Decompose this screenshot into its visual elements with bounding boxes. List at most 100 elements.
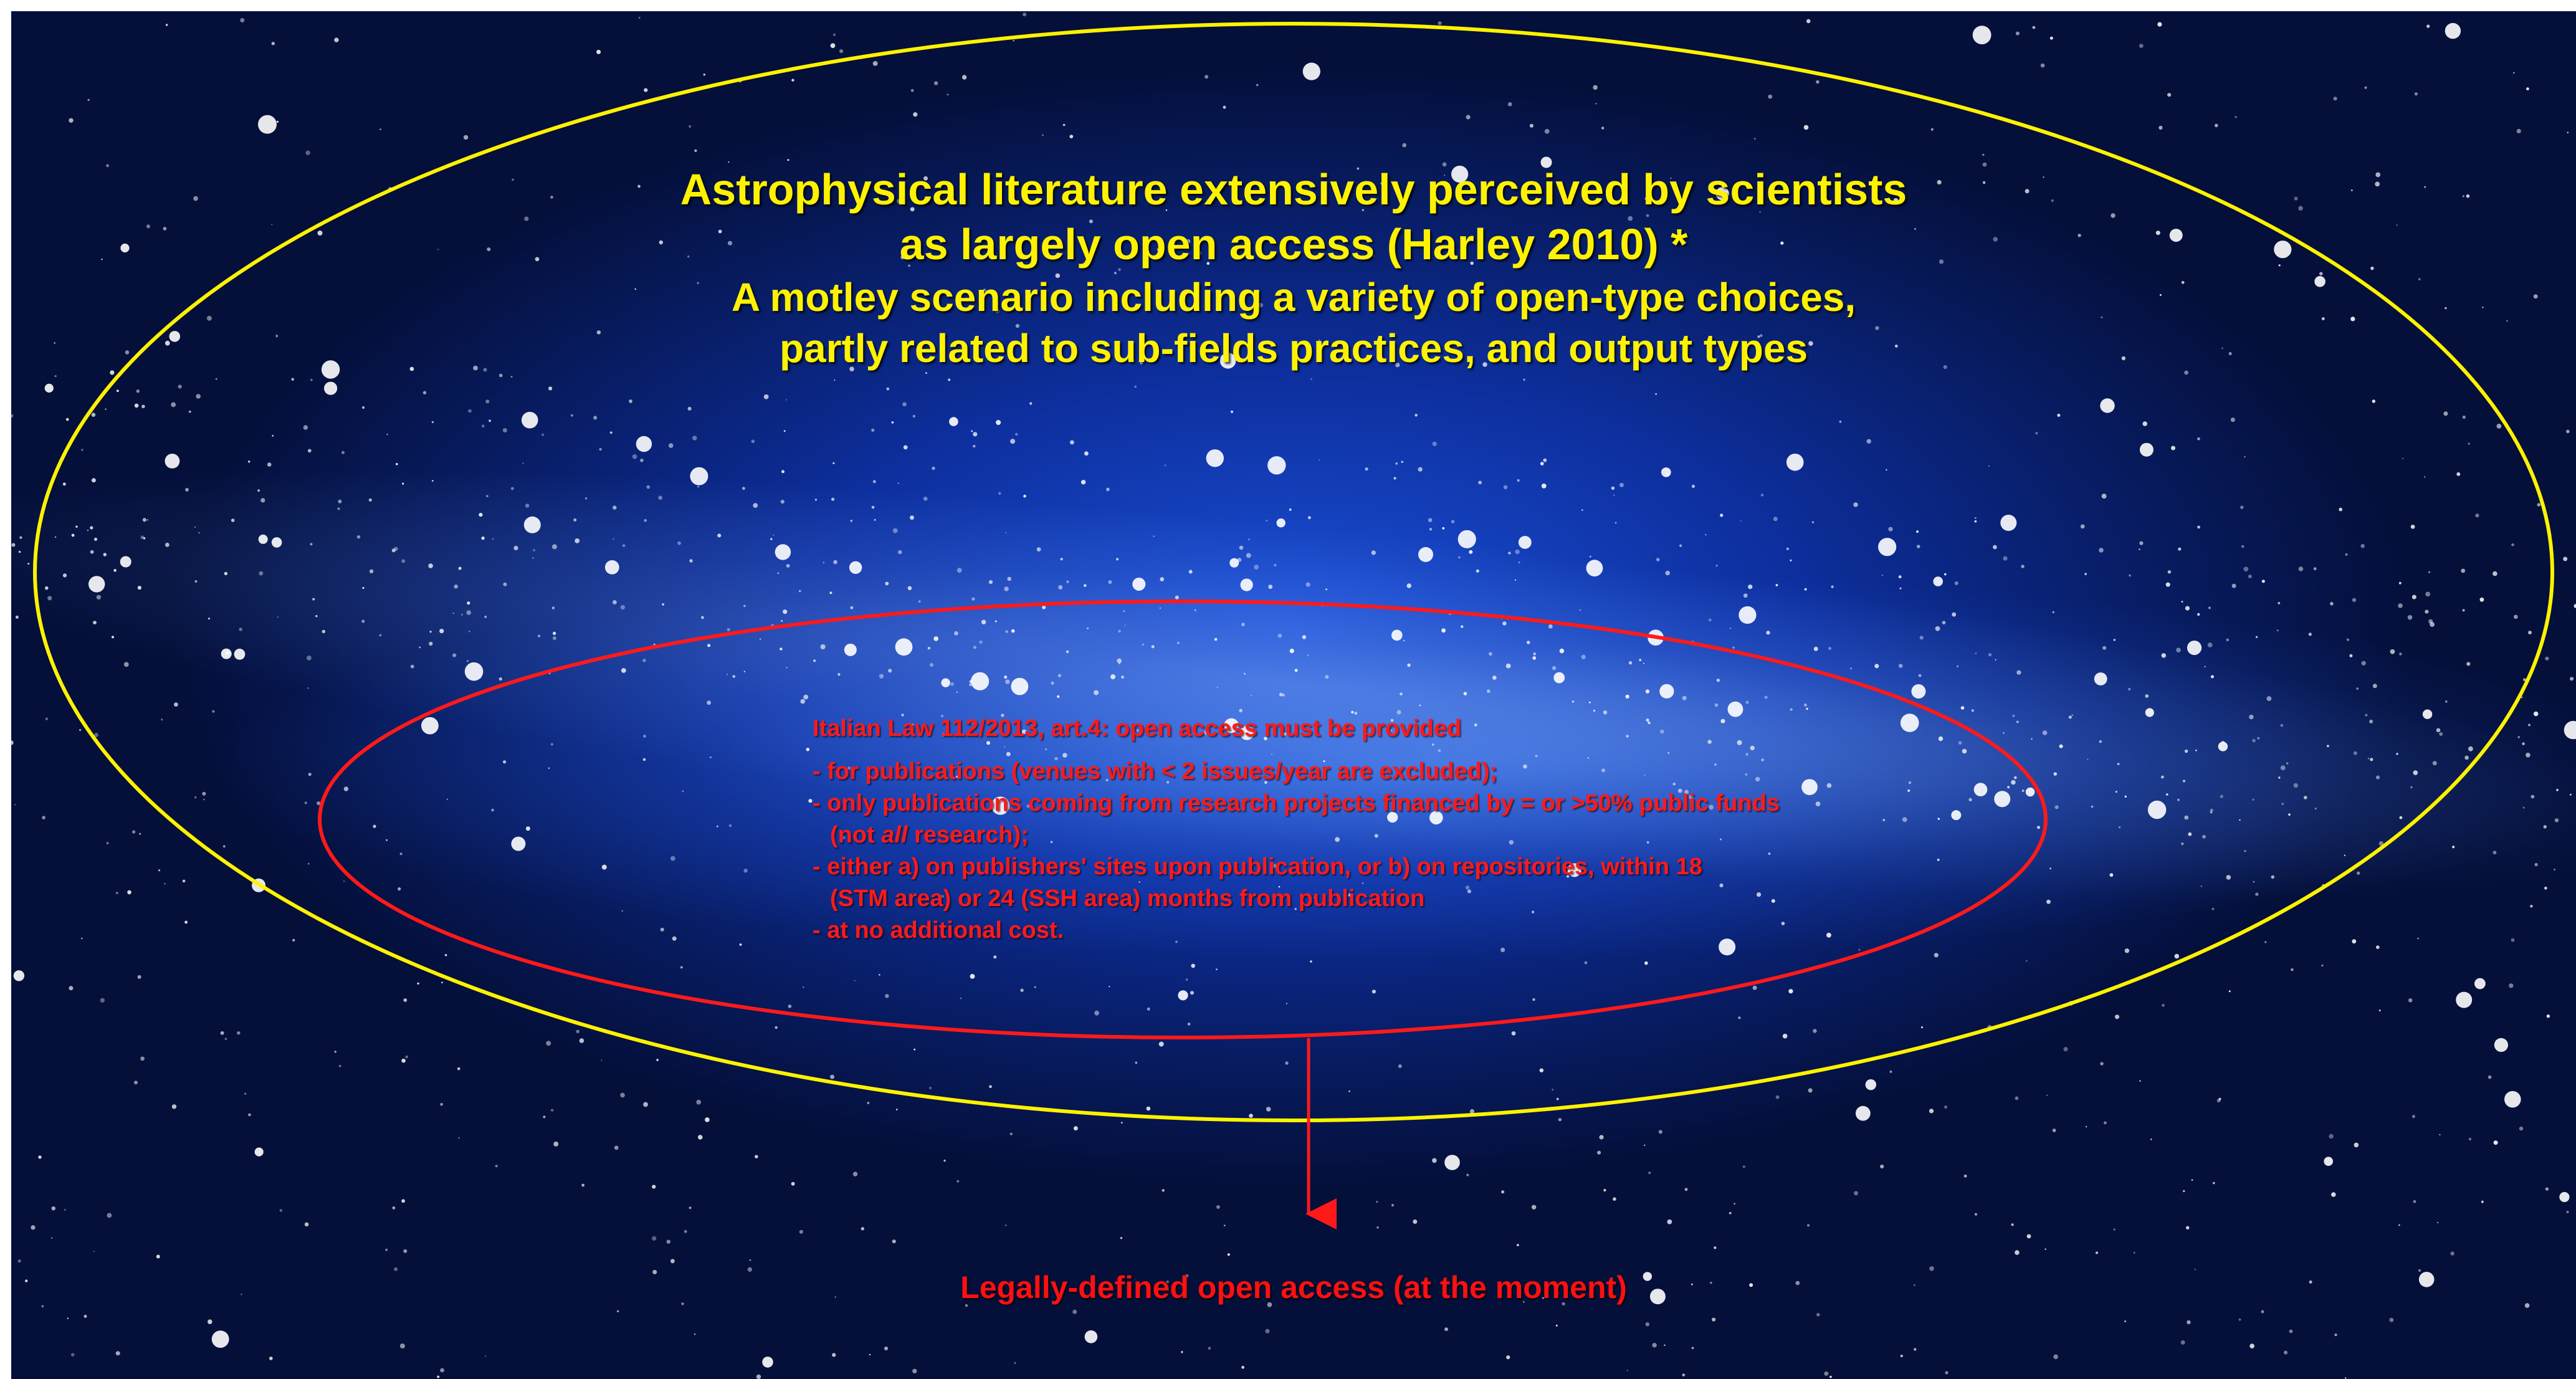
star bbox=[2462, 609, 2465, 612]
star bbox=[1266, 1107, 1271, 1112]
star bbox=[910, 89, 914, 92]
star bbox=[1523, 378, 1525, 381]
star bbox=[405, 1055, 408, 1059]
star bbox=[1070, 440, 1074, 445]
star bbox=[2569, 793, 2572, 796]
star bbox=[1050, 841, 1053, 843]
star bbox=[687, 406, 692, 411]
star bbox=[495, 1165, 498, 1168]
star bbox=[1628, 216, 1633, 221]
star bbox=[1004, 675, 1008, 679]
star bbox=[1010, 439, 1016, 444]
star bbox=[2516, 128, 2521, 133]
star bbox=[310, 543, 313, 546]
star bbox=[1572, 700, 1575, 703]
star bbox=[503, 582, 507, 586]
law-item-emphasis: all bbox=[881, 822, 908, 848]
outer-ellipse-text: Astrophysical literature extensively per… bbox=[11, 162, 2576, 374]
star bbox=[81, 937, 83, 940]
star bbox=[1665, 570, 1670, 576]
star bbox=[1806, 19, 1811, 24]
star bbox=[2121, 356, 2126, 361]
star bbox=[2304, 796, 2307, 799]
star bbox=[2511, 938, 2515, 942]
star bbox=[940, 715, 944, 718]
star bbox=[1223, 1224, 1226, 1227]
star bbox=[19, 551, 21, 553]
star bbox=[872, 61, 878, 66]
star bbox=[2207, 642, 2213, 647]
star bbox=[1241, 1365, 1244, 1369]
star bbox=[399, 852, 403, 856]
star bbox=[1335, 837, 1340, 842]
star bbox=[87, 529, 89, 532]
star bbox=[1431, 743, 1434, 746]
star bbox=[2102, 646, 2107, 650]
star bbox=[1760, 494, 1764, 497]
star bbox=[831, 497, 835, 501]
star bbox=[2255, 636, 2258, 638]
star bbox=[27, 563, 30, 565]
star bbox=[487, 247, 491, 252]
star bbox=[743, 869, 748, 873]
star bbox=[2479, 597, 2484, 602]
star bbox=[995, 620, 997, 623]
star bbox=[791, 79, 794, 82]
star bbox=[1749, 1283, 1753, 1287]
star bbox=[2133, 1251, 2135, 1254]
star bbox=[2439, 732, 2443, 736]
star bbox=[2160, 775, 2164, 779]
star bbox=[2413, 1200, 2416, 1203]
star bbox=[1775, 1095, 1780, 1099]
star bbox=[2220, 794, 2223, 798]
star bbox=[2200, 885, 2202, 887]
star bbox=[1005, 1224, 1007, 1226]
star bbox=[2181, 280, 2185, 284]
star bbox=[2177, 798, 2180, 801]
star bbox=[1714, 763, 1717, 766]
star bbox=[1601, 126, 1605, 130]
star bbox=[499, 677, 502, 681]
star bbox=[2545, 656, 2549, 661]
star bbox=[1138, 881, 1140, 883]
star bbox=[620, 1092, 625, 1098]
star bbox=[1613, 494, 1615, 496]
star bbox=[2253, 880, 2255, 883]
star bbox=[2016, 670, 2021, 675]
star bbox=[93, 537, 98, 542]
star bbox=[2493, 1140, 2498, 1145]
star bbox=[2462, 415, 2466, 419]
star bbox=[1540, 462, 1544, 465]
star bbox=[1807, 1224, 1810, 1227]
star bbox=[1502, 621, 1507, 626]
star bbox=[656, 1059, 659, 1061]
star bbox=[2049, 867, 2051, 869]
star bbox=[62, 482, 66, 486]
star bbox=[786, 667, 788, 669]
star bbox=[601, 864, 607, 870]
star bbox=[524, 216, 529, 221]
star bbox=[791, 1181, 795, 1186]
star bbox=[1414, 414, 1418, 417]
star bbox=[1544, 128, 1550, 134]
star bbox=[1993, 545, 1997, 550]
law-item-text: - only publications coming from research… bbox=[813, 790, 1780, 816]
star bbox=[2191, 1179, 2193, 1181]
star bbox=[1084, 451, 1089, 456]
star bbox=[491, 808, 494, 812]
star bbox=[1790, 708, 1793, 711]
star bbox=[2334, 1334, 2337, 1337]
star bbox=[2016, 720, 2019, 723]
star bbox=[742, 487, 745, 490]
star bbox=[823, 561, 825, 564]
star bbox=[2546, 1014, 2550, 1018]
star bbox=[1652, 1343, 1657, 1348]
star bbox=[900, 255, 905, 259]
star bbox=[385, 1248, 388, 1251]
star bbox=[1613, 1197, 1616, 1201]
star bbox=[1308, 516, 1311, 520]
star bbox=[2059, 744, 2063, 748]
star bbox=[553, 1141, 559, 1147]
star bbox=[1533, 652, 1537, 656]
star bbox=[2099, 548, 2104, 553]
